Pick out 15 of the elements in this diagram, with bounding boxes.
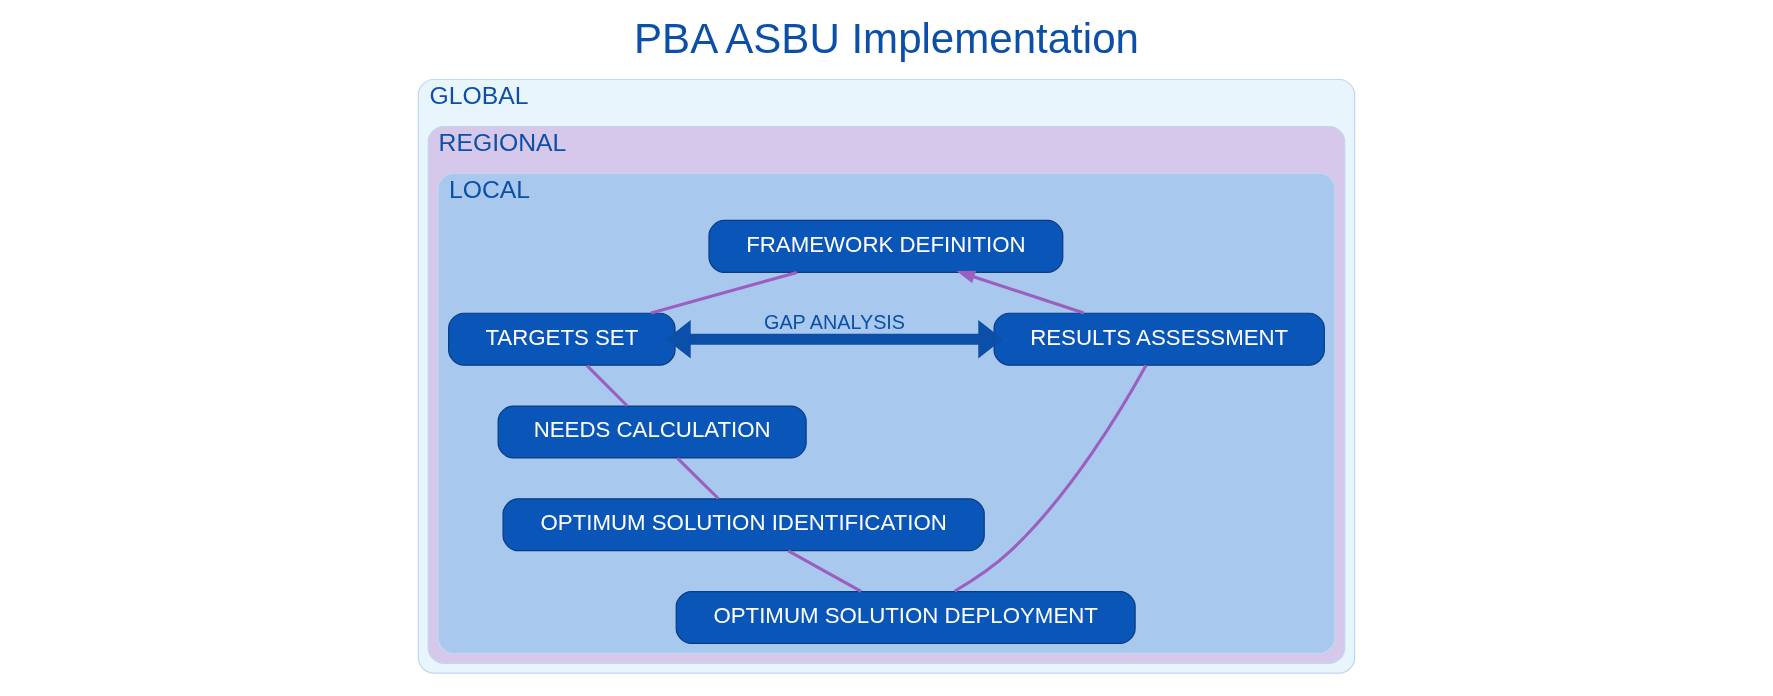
node-box: FRAMEWORK DEFINITION: [708, 219, 1064, 273]
diagram-title: PBA ASBU Implementation: [634, 14, 1139, 62]
edge-label: GAP ANALYSIS: [764, 310, 906, 333]
node-box: NEEDS CALCULATION: [497, 404, 807, 459]
node-box: TARGETS SET: [448, 312, 676, 366]
connector: [585, 364, 629, 407]
node-box: OPTIMUM SOLUTION IDENTIFICATION: [502, 497, 985, 551]
node-box: OPTIMUM SOLUTION DEPLOYMENT: [675, 590, 1136, 644]
node-box: RESULTS ASSESSMENT: [993, 312, 1325, 366]
connector: [676, 456, 720, 500]
connector: [787, 549, 862, 593]
connector: [953, 363, 1148, 593]
connector: [650, 270, 798, 315]
arrow: [956, 270, 1085, 315]
arrow: [666, 319, 1003, 358]
